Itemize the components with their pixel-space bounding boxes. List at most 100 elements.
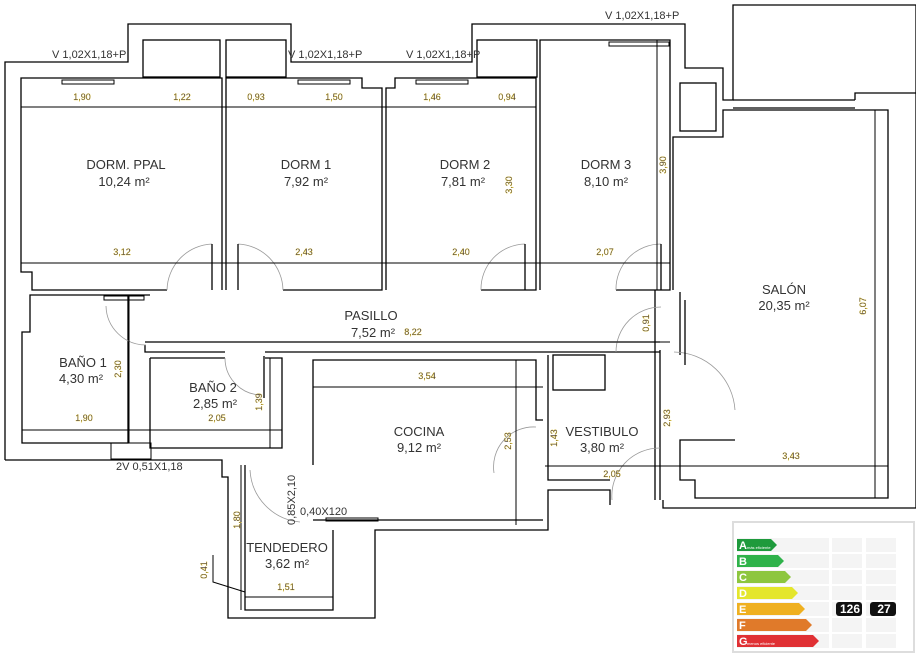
room-area: 3,62 m² (265, 556, 310, 571)
dimension-label: 2,05 (208, 413, 226, 423)
dimension-label: 2,93 (662, 409, 672, 427)
room-name: COCINA (394, 424, 445, 439)
dimension-lines (21, 40, 888, 610)
energy-class-letter: C (739, 572, 747, 584)
energy-class-bar (737, 539, 777, 551)
room-name: TENDEDERO (246, 540, 328, 555)
dimension-label: 8,22 (404, 327, 422, 337)
energy-class-bar (737, 619, 812, 631)
dimension-label: 1,51 (277, 582, 295, 592)
dimension-label: 3,54 (418, 371, 436, 381)
dimension-label: 1,90 (73, 92, 91, 102)
doors (105, 243, 736, 523)
energy-class-bar (737, 635, 819, 647)
room-name: BAÑO 1 (59, 355, 107, 370)
room-name: BAÑO 2 (189, 380, 237, 395)
energy-class-letter: F (739, 620, 746, 632)
room-name: DORM 1 (281, 157, 332, 172)
window-label-dorm2: V 1,02X1,18+P (406, 49, 480, 61)
exterior-walls (4, 4, 916, 619)
energy-class-B: B (737, 554, 896, 568)
room-area: 3,80 m² (580, 440, 625, 455)
room-area: 7,52 m² (351, 325, 396, 340)
emissions-value: 27 (877, 602, 891, 616)
room-name: VESTIBULO (566, 424, 639, 439)
dimension-label: 0,94 (498, 92, 516, 102)
dimension-label: 3,43 (782, 451, 800, 461)
energy-class-C: C (737, 570, 896, 584)
energy-class-D: D (737, 586, 896, 600)
dimension-label: 3,12 (113, 247, 131, 257)
window-label-banos: 2V 0,51X1,18 (116, 461, 183, 473)
energy-class-letter: D (739, 588, 747, 600)
dimension-label: 1,46 (423, 92, 441, 102)
dimension-label: 1,43 (549, 429, 559, 447)
dimension-labels: 1,90 1,22 0,93 1,50 1,46 0,94 3,12 2,43 … (73, 92, 868, 592)
window-label-tendedero: 0,40X120 (300, 506, 347, 518)
window-label-dorm-ppal: V 1,02X1,18+P (52, 49, 126, 61)
room-area: 10,24 m² (98, 174, 150, 189)
room-area: 7,81 m² (441, 174, 486, 189)
room-area: 8,10 m² (584, 174, 629, 189)
dimension-label: 1,80 (232, 511, 242, 529)
windows (61, 41, 670, 522)
window-label-dorm3: V 1,02X1,18+P (605, 10, 679, 22)
dimension-label: 3,90 (658, 156, 668, 174)
room-dorm2: DORM 2 7,81 m² (440, 157, 491, 189)
room-name: PASILLO (344, 308, 397, 323)
door-label-tendedero: 0,85X2,10 (286, 475, 298, 525)
room-pasillo: PASILLO 7,52 m² (344, 308, 397, 340)
dimension-label: 1,22 (173, 92, 191, 102)
room-dorm3: DORM 3 8,10 m² (581, 157, 632, 189)
window-label-dorm1: V 1,02X1,18+P (288, 49, 362, 61)
room-bano1: BAÑO 14,30 m² (59, 355, 107, 386)
room-name: DORM 3 (581, 157, 632, 172)
dimension-label: 2,40 (452, 247, 470, 257)
energy-class-bar (737, 571, 791, 583)
room-area: 2,85 m² (193, 396, 238, 411)
energy-class-bar (737, 587, 798, 599)
room-area: 9,12 m² (397, 440, 442, 455)
dimension-label: 2,43 (295, 247, 313, 257)
energy-class-letter: G (739, 636, 748, 648)
energy-class-note: más eficiente (747, 545, 771, 550)
energy-class-bar (737, 555, 784, 567)
dimension-label: 0,41 (199, 561, 209, 579)
dimension-label: 6,07 (858, 297, 868, 315)
dimension-label: 2,53 (503, 432, 513, 450)
energy-class-E: E 126 27 (737, 602, 896, 616)
room-dorm1: DORM 1 7,92 m² (281, 157, 332, 189)
room-name: DORM 2 (440, 157, 491, 172)
energy-class-letter: A (739, 540, 747, 552)
dimension-label: 2,07 (596, 247, 614, 257)
energy-class-note: menos eficiente (747, 641, 776, 646)
room-name: SALÓN (762, 282, 806, 297)
room-area: 7,92 m² (284, 174, 329, 189)
dimension-label: 3,30 (504, 176, 514, 194)
room-area: 4,30 m² (59, 371, 104, 386)
room-dorm-ppal: DORM. PPAL 10,24 m² (86, 157, 165, 189)
room-name: DORM. PPAL (86, 157, 165, 172)
room-bano2: BAÑO 22,85 m² (189, 380, 238, 411)
dimension-label: 1,39 (254, 393, 264, 411)
energy-class-letter: E (739, 604, 746, 616)
dimension-label: 0,93 (247, 92, 265, 102)
dimension-label: 1,50 (325, 92, 343, 102)
energy-class-bar (737, 603, 805, 615)
dimension-label: 0,91 (641, 314, 651, 332)
dimension-label: 1,90 (75, 413, 93, 423)
energy-class-letter: B (739, 556, 747, 568)
consumption-value: 126 (840, 602, 860, 616)
room-area: 20,35 m² (758, 298, 810, 313)
dimension-label: 2,05 (603, 469, 621, 479)
dimension-label: 2,30 (113, 360, 123, 378)
energy-class-F: F (737, 618, 896, 632)
